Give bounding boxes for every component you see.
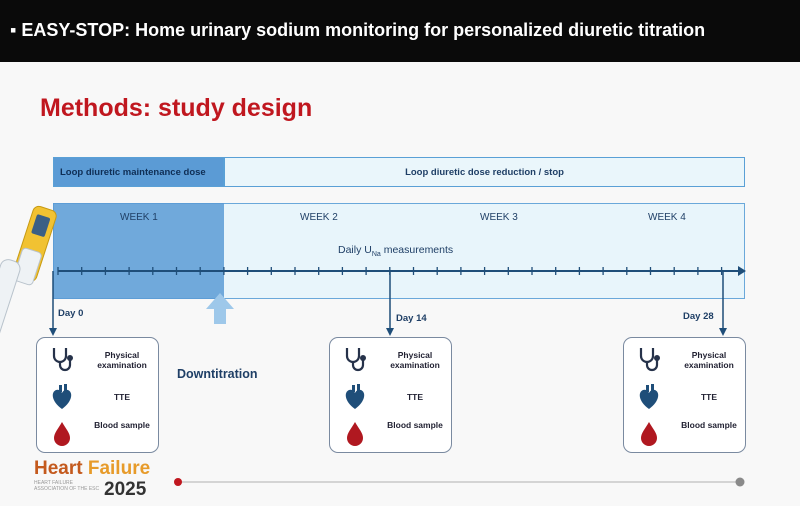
downtitration-label: Downtitration — [177, 367, 258, 381]
exam-label: Physical examination — [390, 350, 440, 370]
blood-label: Blood sample — [681, 420, 737, 430]
slide-title: Methods: study design — [40, 94, 313, 122]
day14-label: Day 14 — [396, 313, 427, 324]
stethoscope-icon — [52, 348, 73, 372]
visit-card-day0: Physical examination TTE Blood sample — [36, 337, 159, 453]
tte-label: TTE — [406, 392, 424, 402]
week-label-2: WEEK 2 — [300, 212, 338, 223]
reduction-band-label: Loop diuretic dose reduction / stop — [405, 166, 564, 178]
heart-organ-icon — [345, 384, 365, 409]
blood-drop-icon — [54, 422, 70, 446]
logo-subtitle: HEART FAILURE ASSOCIATION OF THE ESC — [34, 480, 100, 492]
timeline-axis — [0, 205, 746, 487]
tte-label: TTE — [113, 392, 131, 402]
day28-label: Day 28 — [683, 311, 714, 322]
maintenance-band-label: Loop diuretic maintenance dose — [60, 166, 206, 178]
maintenance-band: Loop diuretic maintenance dose — [53, 157, 224, 187]
week-label-3: WEEK 3 — [480, 212, 518, 223]
video-title-bar: ▪ EASY-STOP: Home urinary sodium monitor… — [0, 0, 800, 62]
stethoscope-icon — [345, 348, 366, 372]
blood-label: Blood sample — [387, 420, 443, 430]
exam-label: Physical examination — [684, 350, 734, 370]
day0-label: Day 0 — [58, 308, 84, 319]
video-title: ▪ EASY-STOP: Home urinary sodium monitor… — [10, 20, 706, 40]
heart-organ-icon — [52, 384, 72, 409]
week1-highlight — [53, 203, 224, 299]
logo-year: 2025 — [104, 479, 147, 500]
visit-card-day14: Physical examination TTE Blood sample — [329, 337, 452, 453]
conference-logo: Heart Failure — [34, 458, 151, 479]
up-arrow-icon — [206, 293, 234, 324]
exam-label: Physical examination — [97, 350, 147, 370]
heart-organ-icon — [639, 384, 659, 409]
stethoscope-icon — [639, 348, 660, 372]
daily-measurements-label: Daily UNa measurements — [338, 244, 454, 259]
slide: Methods: study design Loop diuretic main… — [0, 62, 800, 506]
visit-card-day28: Physical examination TTE Blood sample — [623, 337, 746, 453]
urine-test-device-icon — [0, 205, 57, 352]
blood-drop-icon — [347, 422, 363, 446]
week-label-1: WEEK 1 — [120, 212, 158, 223]
blood-label: Blood sample — [94, 420, 150, 430]
week-label-4: WEEK 4 — [648, 212, 686, 223]
reduction-band: Loop diuretic dose reduction / stop — [224, 157, 745, 187]
tte-label: TTE — [700, 392, 718, 402]
blood-drop-icon — [641, 422, 657, 446]
